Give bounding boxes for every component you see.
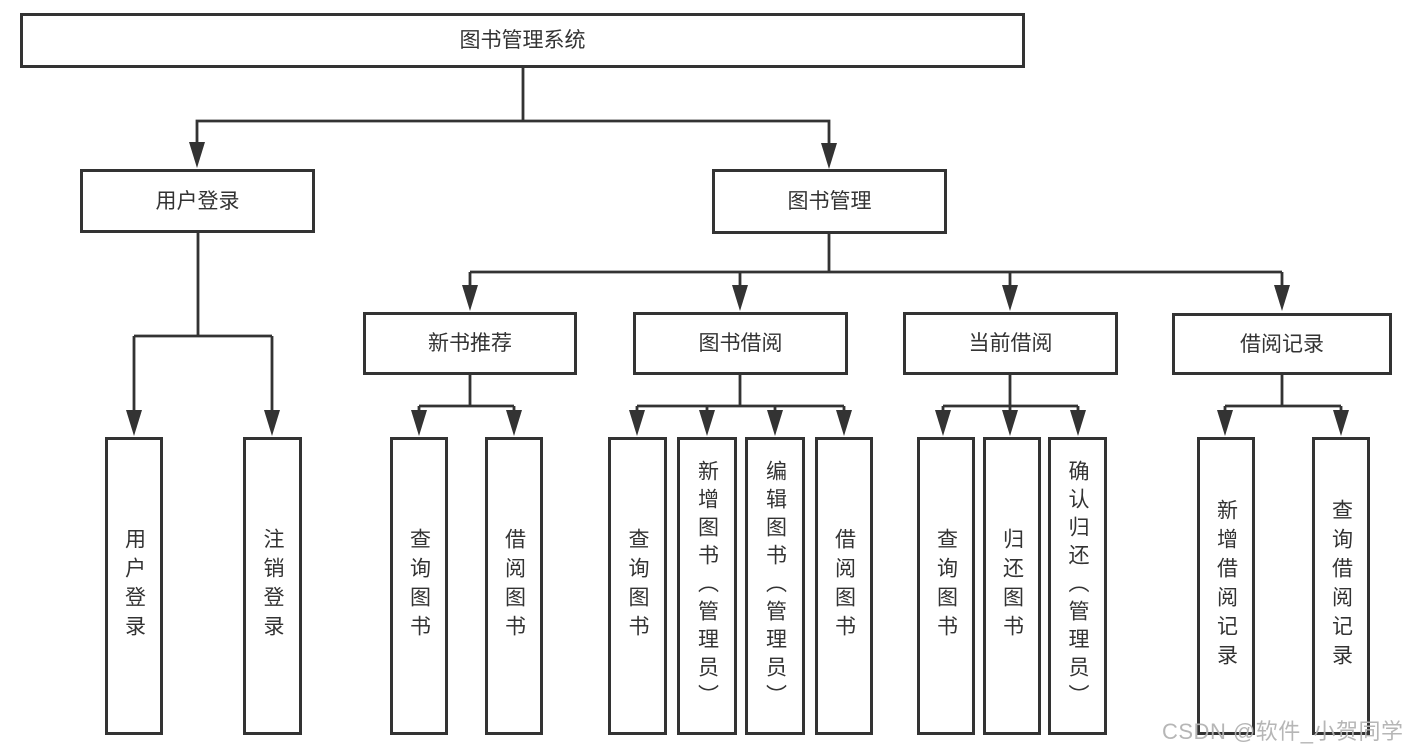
node-label: 注销登录 [261,528,284,644]
leaf-records-add-borrow-record: 新增借阅记录 [1197,437,1255,735]
leaf-records-query-borrow-record: 查询借阅记录 [1312,437,1370,735]
node-label: 新增图书（管理员） [695,460,719,712]
leaf-newbook-query-books: 查询图书 [390,437,448,735]
node-label: 借阅图书 [832,528,856,644]
node-label: 图书借阅 [698,332,783,355]
node-label: 查询图书 [407,528,431,644]
leaf-borrowing-query-books: 查询图书 [608,437,667,735]
node-label: 查询图书 [934,528,958,644]
node-label: 借阅记录 [1240,332,1324,356]
leaf-user-login: 用户登录 [105,437,163,735]
node-label: 图书管理系统 [459,29,586,52]
node-current-borrowing: 当前借阅 [903,312,1118,375]
node-label: 用户登录 [155,189,240,213]
node-label: 编辑图书（管理员） [763,460,787,712]
leaf-borrowing-borrow-books: 借阅图书 [815,437,873,735]
node-label: 归还图书 [1000,528,1024,644]
csdn-watermark: CSDN @软件_小贺同学 [1162,719,1404,744]
node-label: 新增借阅记录 [1214,499,1238,673]
leaf-current-return-books: 归还图书 [983,437,1041,735]
leaf-newbook-borrow-books: 借阅图书 [485,437,543,735]
node-borrowing-records: 借阅记录 [1172,313,1392,375]
node-label: 查询借阅记录 [1329,499,1353,673]
node-user-login: 用户登录 [80,169,315,233]
node-label: 确认归还（管理员） [1066,460,1089,712]
leaf-borrowing-edit-books-admin: 编辑图书（管理员） [745,437,805,735]
node-label: 查询图书 [626,528,649,644]
leaf-logout: 注销登录 [243,437,302,735]
node-new-book-recommendation: 新书推荐 [363,312,577,375]
node-book-management: 图书管理 [712,169,947,234]
node-book-borrowing: 图书借阅 [633,312,848,375]
node-library-management-system: 图书管理系统 [20,13,1025,68]
node-label: 新书推荐 [428,332,512,355]
leaf-current-query-books: 查询图书 [917,437,975,735]
node-label: 借阅图书 [502,528,526,644]
leaf-borrowing-add-books-admin: 新增图书（管理员） [677,437,737,735]
node-label: 图书管理 [787,190,872,213]
node-label: 用户登录 [122,528,146,644]
leaf-current-confirm-return-admin: 确认归还（管理员） [1048,437,1107,735]
node-label: 当前借阅 [968,332,1053,355]
